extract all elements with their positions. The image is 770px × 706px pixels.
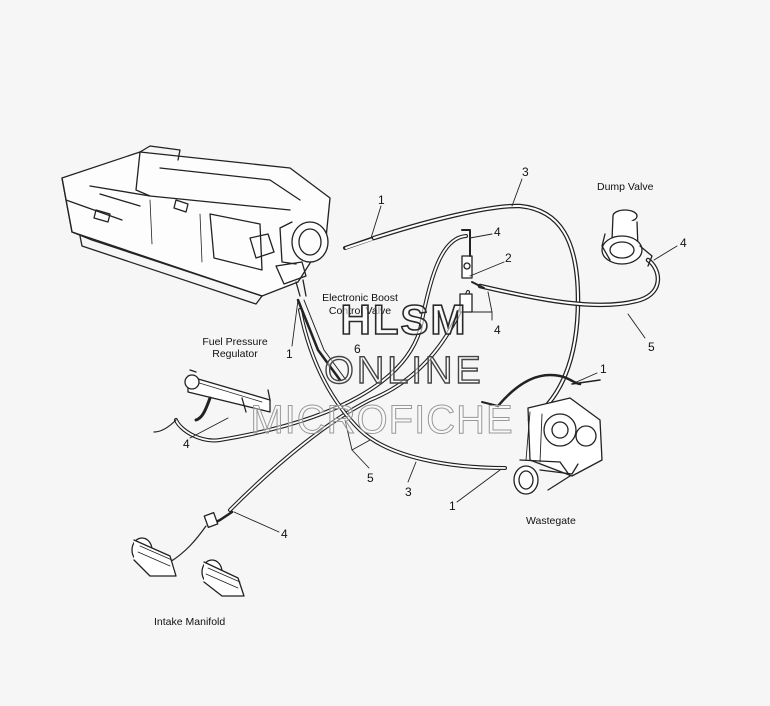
callout-6: 6	[354, 342, 361, 356]
fuel-pressure-regulator-label-line1: Fuel Pressure	[202, 336, 268, 348]
watermark-line1: HLSM	[340, 295, 468, 344]
callout-4-fuel-rail: 4	[183, 437, 190, 451]
callout-2: 2	[505, 251, 512, 265]
fuel-rail-drawing	[153, 369, 271, 433]
callout-3-bottom: 3	[405, 485, 412, 499]
fuel-line-6	[296, 298, 347, 382]
ebcv-drawing	[459, 229, 485, 313]
callout-1-fuel-regulator: 1	[286, 347, 293, 361]
ebcv-label-line2: Control Valve	[328, 305, 392, 317]
dump-valve-drawing	[601, 209, 653, 267]
callout-1-wastegate: 1	[600, 362, 607, 376]
watermark-line3: MICROFICHE	[250, 398, 514, 443]
callout-5-bottom: 5	[367, 471, 374, 485]
callout-4-intake: 4	[281, 527, 288, 541]
intake-manifold-drawing	[131, 537, 245, 597]
wastegate-drawing	[481, 373, 603, 495]
watermark-line2: ONLINE	[324, 349, 484, 392]
callout-1-bottom: 1	[449, 499, 456, 513]
ebcv-label-line1: Electronic Boost	[322, 292, 398, 304]
airbox-drawing	[61, 145, 331, 305]
callout-3-top: 3	[522, 165, 529, 179]
callout-4-top: 4	[494, 225, 501, 239]
leader-lines	[189, 178, 678, 533]
intake-manifold-label: Intake Manifold	[154, 616, 226, 628]
callout-4-ebcv: 4	[494, 323, 501, 337]
hose-4-ebcv	[174, 234, 468, 443]
hose-5-right	[477, 257, 661, 308]
hose-4-intake	[169, 510, 234, 563]
hose-1-top	[343, 236, 376, 250]
fuel-pressure-regulator-label-line2: Regulator	[212, 348, 258, 360]
hose-5-lower	[228, 290, 507, 512]
dump-valve-label: Dump Valve	[597, 181, 654, 193]
wastegate-label: Wastegate	[526, 515, 576, 527]
hose-3	[371, 203, 581, 423]
callout-1-top: 1	[378, 193, 385, 207]
callout-4-dump-valve: 4	[680, 236, 687, 250]
callout-5-right: 5	[648, 340, 655, 354]
